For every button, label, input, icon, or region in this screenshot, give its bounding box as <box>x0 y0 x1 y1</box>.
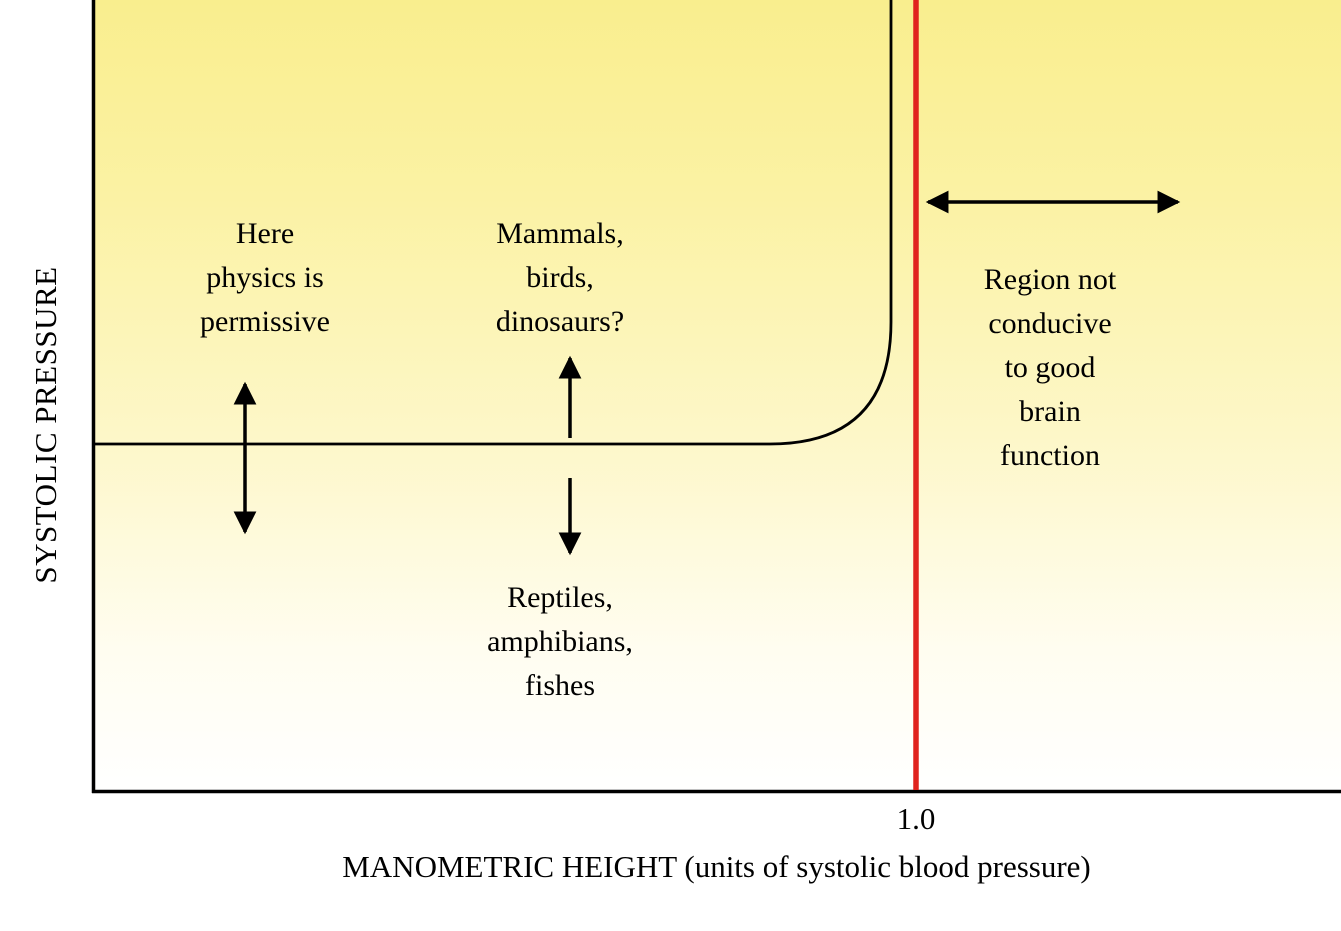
annotation-reptiles-amphibians-fishes: Reptiles, amphibians, fishes <box>487 581 633 702</box>
plot-background-gradient <box>93 0 1341 792</box>
annotation-region-not-conducive: Region not conducive to good brain funct… <box>983 263 1117 472</box>
x-axis-label: MANOMETRIC HEIGHT (units of systolic blo… <box>342 849 1091 884</box>
y-axis-label: SYSTOLIC PRESSURE <box>28 266 63 584</box>
x-tick-label-1.0: 1.0 <box>896 801 936 836</box>
annotation-mammals-birds-dinosaurs: Mammals, birds, dinosaurs? <box>495 217 625 338</box>
annotation-physics-permissive: Here physics is permissive <box>200 217 330 338</box>
pressure-curve <box>95 0 893 446</box>
